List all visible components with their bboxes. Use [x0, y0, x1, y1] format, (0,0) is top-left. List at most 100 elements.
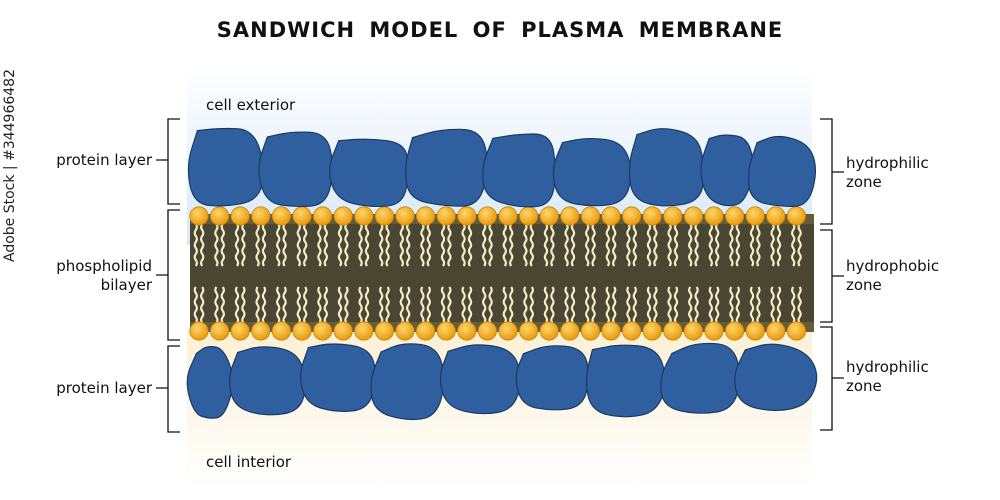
- protein-molecule: [515, 345, 590, 411]
- lipid-tail: [529, 286, 534, 324]
- phosphate-heads: [189, 206, 807, 341]
- lipid-tail: [200, 223, 205, 267]
- lipid-tail: [729, 223, 734, 267]
- lipid-tail: [749, 286, 755, 324]
- lipid-tail: [585, 286, 590, 324]
- lipid-tail: [276, 286, 281, 324]
- lipid-tail: [688, 286, 693, 324]
- phosphate-head: [642, 321, 662, 341]
- cell-interior-label: cell interior: [206, 453, 292, 471]
- protein-molecule: [187, 127, 264, 207]
- lipid-tail: [317, 223, 322, 267]
- lipid-tail: [488, 223, 493, 267]
- protein-molecule: [734, 343, 818, 411]
- lipid-tail: [509, 286, 514, 324]
- lipid-tail: [605, 223, 610, 267]
- lipid-tail: [715, 286, 720, 324]
- lipid-tail: [467, 286, 473, 324]
- protein-molecule: [258, 131, 333, 208]
- lipid-tail: [193, 286, 198, 324]
- lipid-tail: [791, 223, 796, 267]
- lipid-tail: [488, 286, 493, 324]
- hydrophobic-core: [190, 214, 814, 332]
- lipid-tail: [214, 223, 219, 267]
- lipid-tail: [632, 223, 637, 267]
- phosphate-head: [189, 321, 209, 341]
- bottom-zone-line2: zone: [846, 377, 882, 395]
- phosphate-head: [539, 206, 559, 226]
- phosphate-head: [704, 206, 724, 226]
- phosphate-head: [436, 206, 456, 226]
- top-zone-line1: hydrophilic: [846, 154, 929, 172]
- lipid-tail: [612, 286, 617, 324]
- phosphate-head: [333, 321, 353, 341]
- lipid-tail: [482, 286, 487, 324]
- lipid-tail: [379, 286, 384, 324]
- lipid-tail: [673, 286, 679, 324]
- phosphate-head: [518, 321, 539, 341]
- right-brackets: [820, 118, 844, 431]
- lipid-tail: [426, 223, 431, 267]
- bottom-hydrophilic-zone-label: hydrophilic zone: [846, 358, 929, 396]
- lipid-tail: [667, 223, 672, 267]
- left-brackets: [156, 118, 180, 433]
- lipid-tail: [358, 223, 363, 267]
- stock-watermark-id: Adobe Stock | #344966482: [2, 69, 18, 262]
- lipid-tail: [529, 223, 534, 267]
- phosphate-head: [580, 206, 601, 226]
- lipid-tail: [296, 286, 301, 324]
- lipid-tail: [626, 223, 631, 267]
- protein-molecule: [300, 343, 377, 412]
- phosphate-head: [354, 206, 374, 226]
- lipid-tail: [502, 223, 507, 267]
- lipid-tail: [694, 286, 699, 324]
- lipid-tail: [461, 223, 466, 267]
- phosphate-head: [745, 321, 765, 341]
- phospholipid-bilayer-label: phospholipid bilayer: [20, 257, 152, 295]
- phosphate-head: [642, 206, 662, 226]
- top-zone-line2: zone: [846, 173, 882, 191]
- top-hydrophilic-zone-label: hydrophilic zone: [846, 154, 929, 192]
- phosphate-head: [766, 206, 786, 226]
- middle-zone-line1: hydrophobic: [846, 257, 940, 275]
- lipid-tail: [776, 223, 782, 267]
- protein-molecule: [370, 343, 445, 421]
- lipid-tail: [420, 223, 425, 267]
- phosphate-head: [312, 206, 333, 226]
- bottom-zone-line1: hydrophilic: [846, 358, 929, 376]
- phosphate-head: [724, 206, 745, 226]
- lipid-tail: [241, 286, 246, 324]
- phosphate-head: [210, 321, 230, 341]
- lipid-tail: [776, 286, 782, 324]
- lipid-tail: [735, 223, 740, 267]
- phosphate-head: [621, 321, 642, 341]
- lipid-tail: [749, 223, 755, 267]
- lipid-tail: [467, 223, 473, 267]
- lipid-tail: [653, 286, 658, 324]
- phosphate-head: [271, 206, 291, 226]
- lipid-tail: [420, 286, 425, 324]
- lipid-tail: [461, 286, 466, 324]
- lipid-tail: [797, 223, 802, 267]
- lipid-tail: [564, 223, 569, 267]
- phosphate-head: [560, 321, 580, 341]
- page-title: SANDWICH MODEL OF PLASMA MEMBRANE: [216, 18, 784, 42]
- lipid-tail: [688, 223, 693, 267]
- lipid-tail: [406, 223, 411, 267]
- lipid-tail: [756, 286, 761, 324]
- phosphate-head: [539, 321, 559, 341]
- lipid-tail: [399, 286, 404, 324]
- phosphate-head: [477, 206, 497, 226]
- lipid-tail: [708, 286, 713, 324]
- phosphate-head: [333, 206, 353, 226]
- phosphate-head: [230, 206, 250, 226]
- lipid-tail: [797, 286, 802, 324]
- lipid-tail: [426, 286, 431, 324]
- lipid-tail: [729, 286, 734, 324]
- phosphate-head: [457, 321, 477, 341]
- lipid-tails: [193, 223, 802, 324]
- lipid-tail: [323, 223, 328, 267]
- phosphate-head: [560, 206, 580, 226]
- phosphate-head: [477, 321, 497, 341]
- lipid-tail: [385, 223, 390, 267]
